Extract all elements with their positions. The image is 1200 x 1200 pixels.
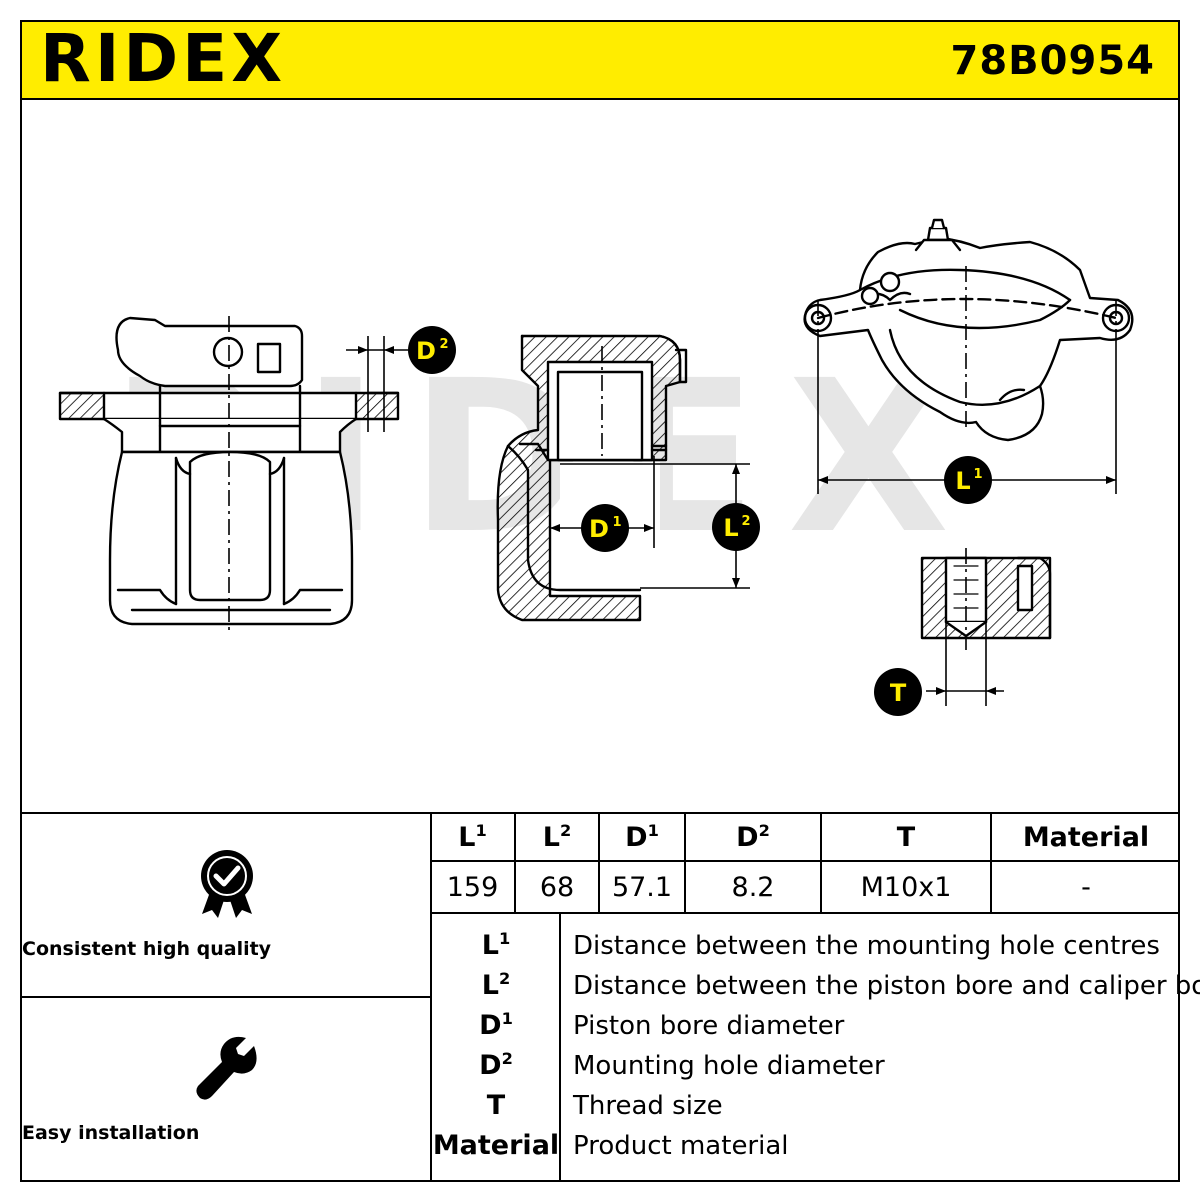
legend-row: D1 Piston bore diameter — [431, 1006, 1180, 1046]
legend-symbol: L1 — [481, 929, 511, 961]
header-bar — [20, 20, 1180, 100]
features-panel: Consistent high quality Easy installatio… — [22, 814, 430, 1180]
legend-description: Thread size — [573, 1091, 723, 1121]
legend-description: Distance between the piston bore and cal… — [573, 971, 1200, 1001]
spec-header-D1: D1 — [598, 814, 686, 862]
spec-header-L2: L2 — [514, 814, 600, 862]
legend-symbol: D1 — [479, 1009, 513, 1041]
svg-text:1: 1 — [612, 515, 621, 530]
legend-symbol: D2 — [479, 1049, 513, 1081]
legend-separator — [559, 914, 561, 1180]
spec-header-D2: D2 — [684, 814, 822, 862]
quality-badge-icon — [201, 850, 253, 918]
spec-value-row: 159 68 57.1 8.2 M10x1 - — [431, 860, 1180, 914]
caliper-section-view — [496, 334, 688, 622]
legend-description: Product material — [573, 1131, 789, 1161]
svg-text:L: L — [955, 467, 970, 495]
caliper-technical-drawing: RIDEX — [58, 218, 1134, 716]
spec-value-T: M10x1 — [820, 860, 992, 914]
caliper-rear-view — [58, 316, 400, 626]
badge-D1: D 1 — [581, 504, 629, 552]
spec-value-material: - — [990, 860, 1180, 914]
wrench-icon — [196, 1036, 257, 1100]
ridex-logo: RIDEX — [40, 25, 286, 89]
panel-separator — [430, 814, 432, 1180]
legend-row: D2 Mounting hole diameter — [431, 1046, 1180, 1086]
feature-divider — [22, 996, 430, 998]
spec-header-L1: L1 — [431, 814, 516, 862]
badge-L2: L 2 — [712, 503, 760, 551]
legend-description: Distance between the mounting hole centr… — [573, 931, 1160, 961]
section-divider — [20, 812, 1180, 814]
spec-header-material: Material — [990, 814, 1180, 862]
badge-L1: L 1 — [944, 456, 992, 504]
caliper-top-view — [803, 218, 1134, 442]
legend-symbol: L2 — [481, 969, 511, 1001]
feature-label-installation: Easy installation — [22, 1122, 200, 1144]
feature-label-quality: Consistent high quality — [22, 938, 272, 960]
badge-D2: D 2 — [408, 326, 456, 374]
spec-value-L2: 68 — [514, 860, 600, 914]
legend-symbol: T — [486, 1090, 506, 1121]
svg-text:1: 1 — [973, 467, 982, 482]
svg-text:D: D — [416, 337, 436, 365]
svg-text:2: 2 — [439, 337, 448, 352]
spec-header-row: L1 L2 D1 D2 T Material — [431, 814, 1180, 862]
spec-value-D2: 8.2 — [684, 860, 822, 914]
svg-text:RIDEX: RIDEX — [40, 25, 286, 89]
legend-symbol: Material — [432, 1130, 560, 1161]
legend-row: L1 Distance between the mounting hole ce… — [431, 926, 1180, 966]
badge-T: T — [874, 668, 922, 716]
legend-row: L2 Distance between the piston bore and … — [431, 966, 1200, 1006]
part-number: 78B0954 — [950, 38, 1155, 84]
legend-row: Material Product material — [431, 1126, 1180, 1166]
legend-row: T Thread size — [431, 1086, 1180, 1126]
svg-text:2: 2 — [741, 514, 750, 529]
spec-header-T: T — [820, 814, 992, 862]
legend: L1 Distance between the mounting hole ce… — [431, 924, 1200, 1180]
svg-text:T: T — [890, 679, 907, 707]
svg-text:D: D — [589, 515, 609, 543]
legend-description: Mounting hole diameter — [573, 1051, 885, 1081]
svg-text:L: L — [723, 514, 738, 542]
spec-table: L1 L2 D1 D2 T Material 159 68 57.1 8.2 M… — [431, 814, 1180, 914]
spec-value-L1: 159 — [431, 860, 516, 914]
legend-description: Piston bore diameter — [573, 1011, 845, 1041]
spec-value-D1: 57.1 — [598, 860, 686, 914]
